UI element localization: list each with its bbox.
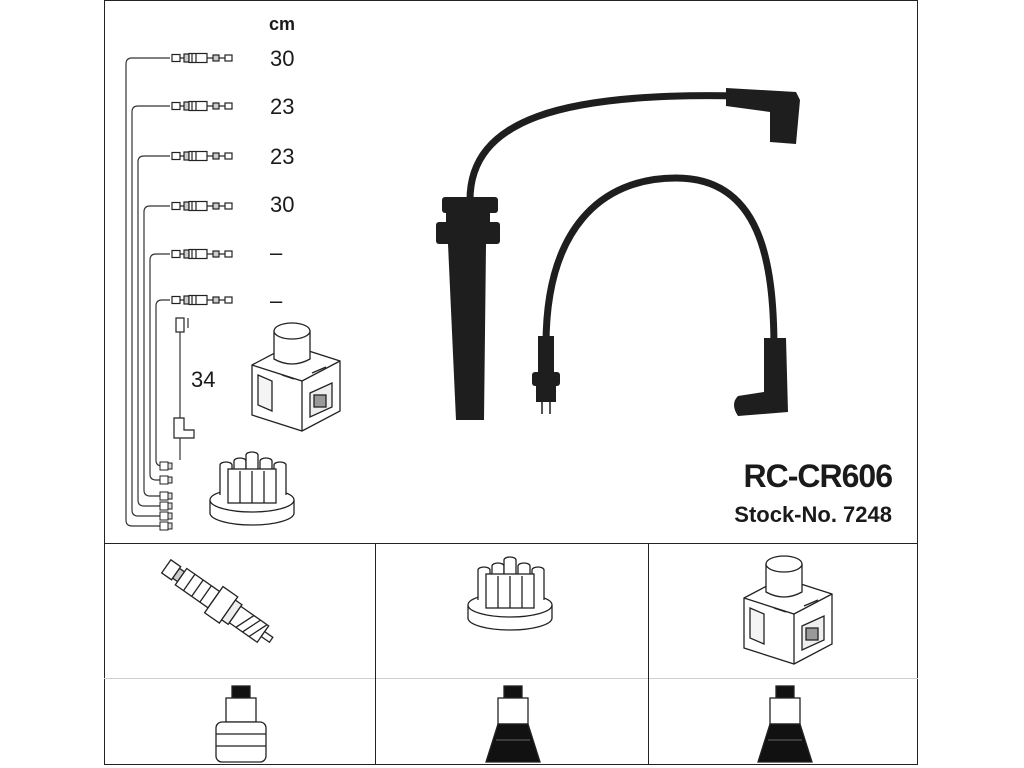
- lead-length-1: 30: [270, 46, 295, 71]
- connector-boot-icon: [485, 685, 541, 763]
- lead-length-6: –: [270, 288, 283, 313]
- connector-boot-icon: [757, 685, 813, 763]
- column-divider: [648, 543, 649, 765]
- wire-set-diagram-icon: [125, 52, 233, 531]
- section-divider: [104, 543, 918, 544]
- lead-length-5: –: [270, 240, 283, 265]
- lead-length-3: 23: [270, 144, 295, 169]
- row-divider: [104, 678, 918, 679]
- stock-number: Stock-No. 7248: [734, 502, 892, 527]
- connector-boot-icon: [215, 685, 267, 763]
- coil-lead-length: 34: [191, 367, 216, 392]
- distributor-cap-icon: [467, 556, 553, 631]
- ignition-wire-short-icon: [532, 174, 788, 416]
- distributor-cap-icon: [209, 451, 295, 526]
- ignition-wire-long-icon: [436, 88, 800, 420]
- product-sheet-frame: [104, 0, 918, 765]
- lead-length-2: 23: [270, 94, 295, 119]
- product-model: RC-CR606: [743, 458, 893, 494]
- ignition-coil-icon: [743, 555, 833, 665]
- lead-length-4: 30: [270, 192, 295, 217]
- column-divider: [375, 543, 376, 765]
- ignition-coil-icon: [251, 322, 341, 432]
- unit-label: cm: [269, 14, 296, 34]
- spark-plug-icon: [160, 558, 274, 644]
